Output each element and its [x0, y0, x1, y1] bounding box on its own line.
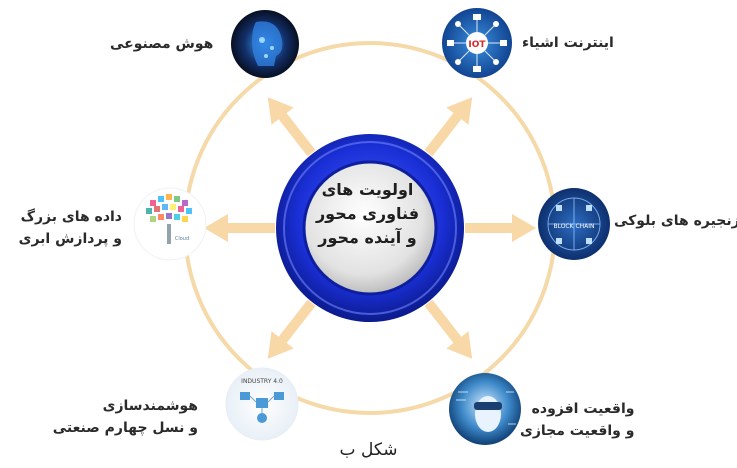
- center-line-2: فناوری محور: [315, 204, 420, 223]
- label-bigdata: داده های بزرگ و پردازش ابری: [12, 206, 122, 250]
- label-bigdata-line-1: داده های بزرگ: [20, 209, 122, 225]
- label-ai: هوش مصنوعی: [110, 36, 214, 52]
- label-ar-line-1: واقعیت افزوده: [531, 401, 635, 417]
- label-ar-line-2: و واقعیت مجازی: [520, 423, 635, 439]
- blockchain-icon: BLOCK CHAIN: [538, 188, 610, 260]
- center-line-3: و آینده محور: [318, 228, 417, 247]
- arrow-right: [465, 214, 536, 242]
- industry-icon: INDUSTRY 4.0: [225, 367, 299, 441]
- arrow-down-right: [424, 299, 473, 359]
- center-title: اولویت های فناوری محور و آینده محور: [300, 178, 435, 250]
- arrow-up-right: [424, 97, 473, 157]
- industry-inner-text: INDUSTRY 4.0: [241, 378, 283, 385]
- label-industry-line-2: و نسل چهارم صنعتی: [52, 420, 198, 436]
- label-ar: واقعیت افزوده و واقعیت مجازی: [520, 398, 634, 442]
- svg-text:IOT: IOT: [468, 40, 486, 50]
- center-line-1: اولویت های: [321, 180, 414, 199]
- arrows: [204, 97, 536, 359]
- center-disc: [276, 134, 464, 322]
- arrow-up-left: [267, 97, 316, 157]
- label-industry-line-1: هوشمندسازی: [102, 398, 198, 414]
- label-industry: هوشمندسازی و نسل چهارم صنعتی: [48, 395, 198, 439]
- arrow-left: [204, 214, 275, 242]
- arrow-down-left: [267, 299, 316, 359]
- blockchain-inner-text: BLOCK CHAIN: [553, 223, 594, 230]
- label-bigdata-line-2: و پردازش ابری: [18, 231, 122, 247]
- ai-head-icon: [231, 10, 299, 78]
- cloud-inner-text: Cloud: [175, 236, 189, 242]
- cloud-tree-icon: Cloud: [133, 187, 207, 261]
- iot-network-icon: IOT: [442, 8, 512, 78]
- label-iot: اینترنت اشیاء: [522, 35, 614, 51]
- figure-caption: شکل ب: [339, 440, 398, 460]
- vr-face-icon: [449, 373, 521, 445]
- label-blockchain: زنجیره های بلوکی: [614, 213, 737, 229]
